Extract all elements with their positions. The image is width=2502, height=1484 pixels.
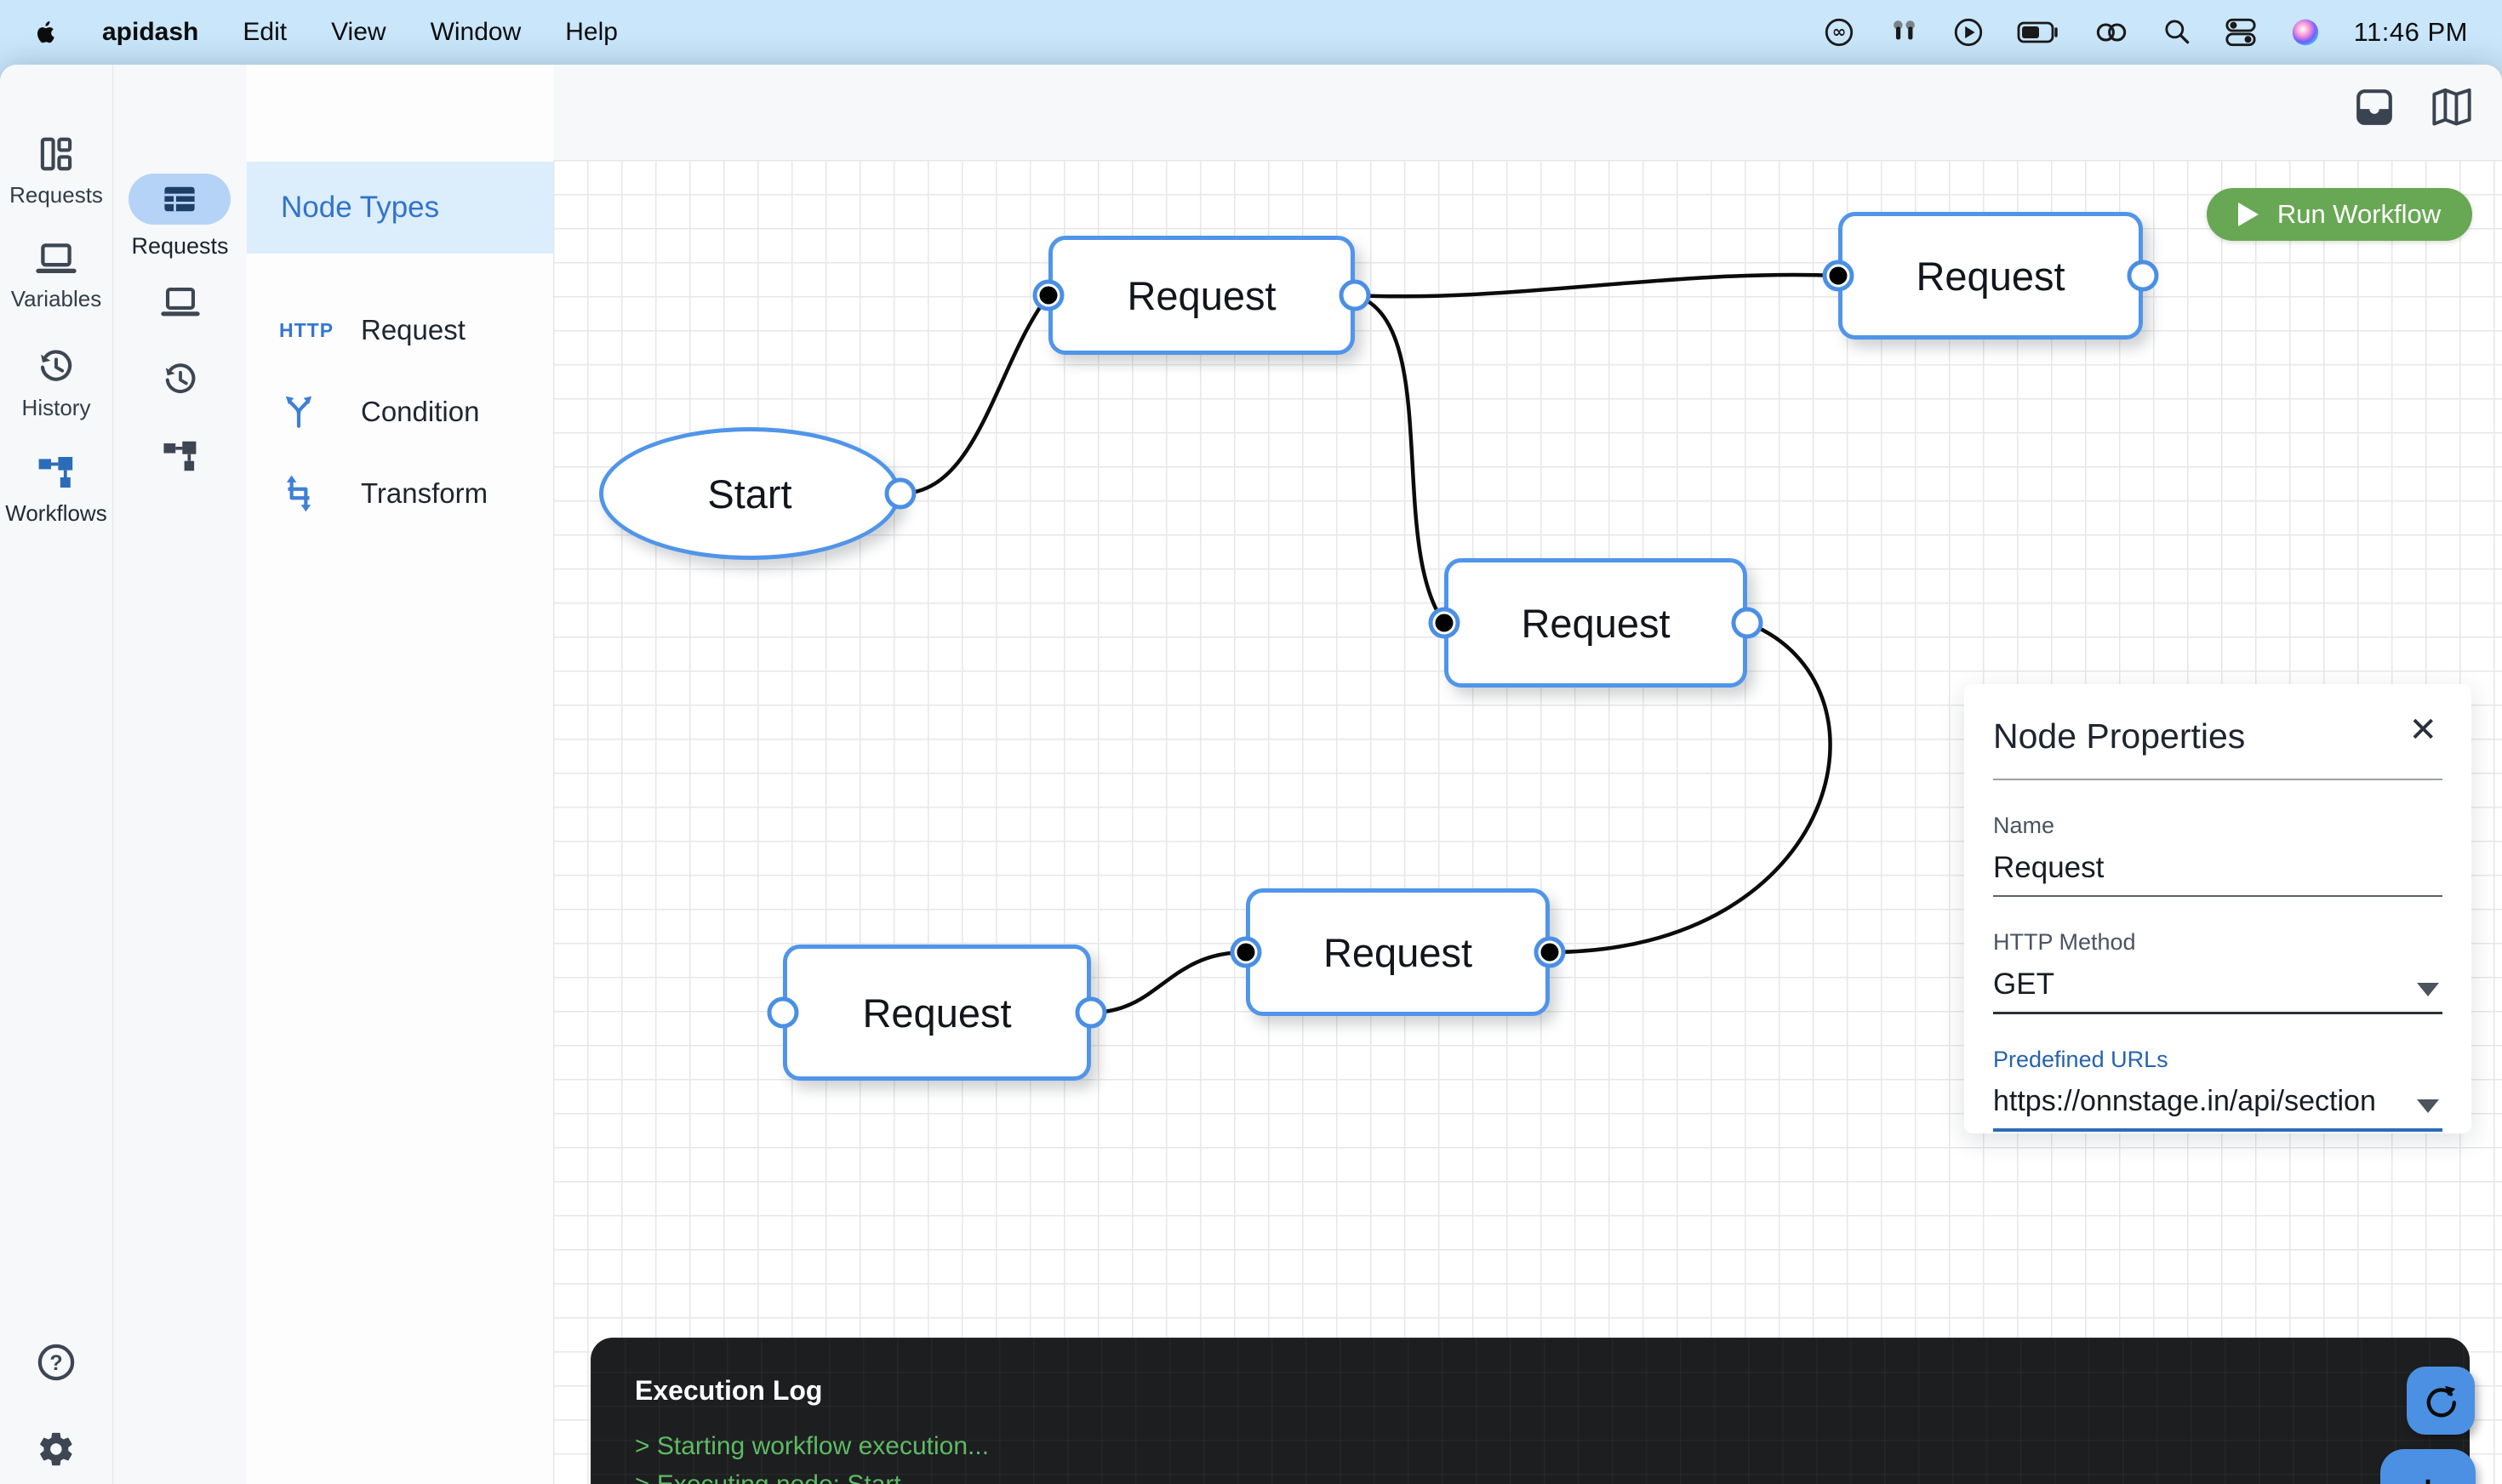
sidebar-item-workflows[interactable]: Workflows	[0, 453, 112, 527]
battery-icon[interactable]	[2017, 18, 2061, 47]
sidebar-item-label: Variables	[10, 286, 102, 311]
node-request-2[interactable]: Request	[1838, 212, 2143, 340]
creative-cloud-icon[interactable]: ∞	[1823, 16, 1855, 49]
tray-save-icon[interactable]	[2354, 87, 2395, 128]
edge-request4-to-request5	[1088, 950, 1248, 1015]
airpods-icon[interactable]	[1888, 16, 1920, 49]
refresh-icon	[2426, 1385, 2456, 1418]
http-icon: HTTP	[279, 318, 334, 341]
help-button[interactable]: ?	[0, 1341, 112, 1384]
log-line: > Executing node: Start	[635, 1470, 2470, 1484]
nav-rail: Requests Variables History Workflows ?	[0, 65, 113, 1484]
tool-rail-history[interactable]	[113, 361, 247, 398]
menu-help[interactable]: Help	[565, 18, 618, 46]
edge-request1-to-request3	[1352, 293, 1447, 625]
history-clock-icon	[37, 347, 76, 386]
name-input[interactable]: Request	[1993, 839, 2442, 897]
control-center-icon[interactable]	[2225, 16, 2257, 49]
run-workflow-button[interactable]: Run Workflow	[2207, 188, 2472, 241]
node-palette-title: Node Types	[281, 191, 440, 224]
menu-view[interactable]: View	[331, 18, 386, 46]
condition-branch-icon	[279, 392, 339, 431]
menu-clock[interactable]: 11:46 PM	[2353, 17, 2468, 47]
play-icon	[2237, 203, 2259, 226]
plus-icon: +	[2412, 1464, 2445, 1484]
transform-icon	[279, 474, 339, 513]
field-name: Name Request	[1993, 813, 2442, 897]
tool-rail: Requests	[113, 65, 247, 1484]
tool-rail-requests-selected[interactable]	[129, 174, 231, 225]
sidebar-item-label: Workflows	[5, 500, 107, 526]
tool-rail-label: Requests	[131, 233, 229, 259]
menu-edit[interactable]: Edit	[243, 18, 288, 46]
chevron-down-icon	[2417, 1099, 2439, 1113]
predefined-urls-select[interactable]: https://onnstage.in/api/section	[1993, 1073, 2442, 1132]
http-method-select[interactable]: GET	[1993, 956, 2442, 1014]
sidebar-item-variables[interactable]: Variables	[0, 240, 112, 312]
map-minimap-icon[interactable]	[2431, 87, 2473, 128]
spotlight-search-icon[interactable]	[2162, 17, 2192, 48]
execution-log-panel: Execution Log > Starting workflow execut…	[591, 1338, 2470, 1484]
field-http-method: HTTP Method GET	[1993, 929, 2442, 1014]
node-request-3[interactable]: Request	[1444, 558, 1747, 688]
gear-icon	[37, 1430, 76, 1469]
node-palette-header: Node Types	[247, 162, 553, 254]
tool-rail-workflows[interactable]	[113, 437, 247, 475]
divider	[1993, 779, 2442, 780]
sidebar-item-history[interactable]: History	[0, 347, 112, 421]
link-icon[interactable]	[2094, 16, 2129, 49]
palette-item-request[interactable]: HTTP Request	[279, 314, 466, 345]
menu-window[interactable]: Window	[430, 18, 522, 46]
chevron-down-icon	[2417, 983, 2439, 996]
svg-text:?: ?	[49, 1351, 62, 1375]
node-properties-panel: Node Properties ✕ Name Request HTTP Meth…	[1964, 684, 2471, 1133]
menu-app-name[interactable]: apidash	[102, 18, 199, 46]
field-predefined-urls: Predefined URLs https://onnstage.in/api/…	[1993, 1047, 2442, 1132]
app-window: New Workflow Requests Variables History	[0, 65, 2502, 1484]
siri-icon[interactable]	[2289, 16, 2322, 49]
sidebar-item-label: History	[21, 395, 91, 420]
laptop-icon	[36, 240, 77, 277]
execution-log-title: Execution Log	[635, 1375, 823, 1406]
macos-menu-bar: apidash Edit View Window Help ∞ 11:46 P	[0, 0, 2502, 65]
edge-request1-to-request2	[1352, 272, 1841, 299]
log-line: > Starting workflow execution...	[635, 1432, 990, 1460]
add-node-button[interactable]: +	[2380, 1449, 2476, 1484]
sidebar-item-label: Requests	[9, 182, 103, 208]
apple-menu-icon[interactable]	[34, 18, 58, 47]
palette-item-condition[interactable]: Condition	[247, 381, 553, 442]
dashboard-icon	[37, 134, 76, 174]
help-icon: ?	[35, 1341, 77, 1384]
edge-start-to-request1	[898, 293, 1051, 496]
tool-rail-variables[interactable]	[113, 284, 247, 320]
svg-text:∞: ∞	[1831, 21, 1846, 42]
sidebar-item-requests[interactable]: Requests	[0, 134, 112, 208]
play-status-icon[interactable]	[1952, 16, 1985, 49]
node-palette: Node Types HTTP Request Condition Transf…	[247, 65, 553, 1484]
node-start[interactable]: Start	[599, 427, 900, 560]
workflow-canvas[interactable]: Run Workflow Start Request Request Reque…	[553, 160, 2502, 1484]
table-list-icon	[161, 180, 198, 218]
node-request-4[interactable]: Request	[783, 945, 1091, 1081]
refresh-button[interactable]	[2407, 1367, 2475, 1435]
node-request-5[interactable]: Request	[1246, 888, 1550, 1016]
close-icon[interactable]: ✕	[2408, 711, 2437, 749]
node-request-1[interactable]: Request	[1048, 236, 1355, 355]
palette-item-transform[interactable]: Transform	[247, 463, 553, 524]
workflow-icon	[36, 453, 77, 492]
settings-button[interactable]	[0, 1430, 112, 1469]
properties-panel-title: Node Properties	[1993, 716, 2246, 756]
